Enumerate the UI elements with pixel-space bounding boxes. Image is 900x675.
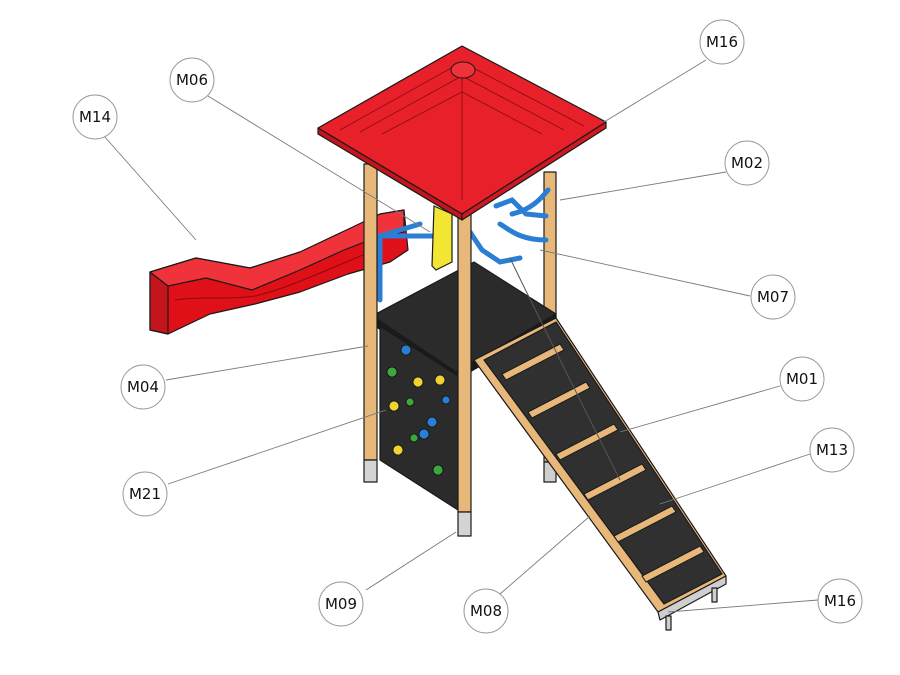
callout-m02: M02 <box>724 140 770 186</box>
callouts: M16 M06 M14 M02 M07 M04 M01 M13 <box>72 19 863 634</box>
callout-label: M07 <box>757 288 789 306</box>
callout-label: M08 <box>470 602 502 620</box>
callout-label: M16 <box>824 592 856 610</box>
callout-m01: M01 <box>779 356 825 402</box>
yellow-panel <box>431 205 453 271</box>
climbing-holds <box>386 344 451 476</box>
callout-label: M09 <box>325 595 357 613</box>
callout-label: M04 <box>127 378 159 396</box>
callout-m06: M06 <box>169 57 215 103</box>
callout-m04: M04 <box>120 364 166 410</box>
callout-m16-base: M16 <box>817 578 863 624</box>
callout-m16-roof: M16 <box>699 19 745 65</box>
callout-label: M13 <box>816 441 848 459</box>
callout-m09: M09 <box>318 581 364 627</box>
callout-label: M02 <box>731 154 763 172</box>
callout-label: M16 <box>706 33 738 51</box>
callout-m21: M21 <box>122 471 168 517</box>
callout-label: M21 <box>129 485 161 503</box>
callout-m13: M13 <box>809 427 855 473</box>
callout-label: M01 <box>786 370 818 388</box>
callout-m07: M07 <box>750 274 796 320</box>
front-posts <box>363 163 472 537</box>
ramp <box>473 257 727 631</box>
roof <box>317 45 607 221</box>
callout-m08: M08 <box>463 588 509 634</box>
callout-m14: M14 <box>72 94 118 140</box>
slide <box>149 209 409 335</box>
ramp-cleats <box>501 343 705 583</box>
callout-label: M06 <box>176 71 208 89</box>
callout-label: M14 <box>79 108 111 126</box>
